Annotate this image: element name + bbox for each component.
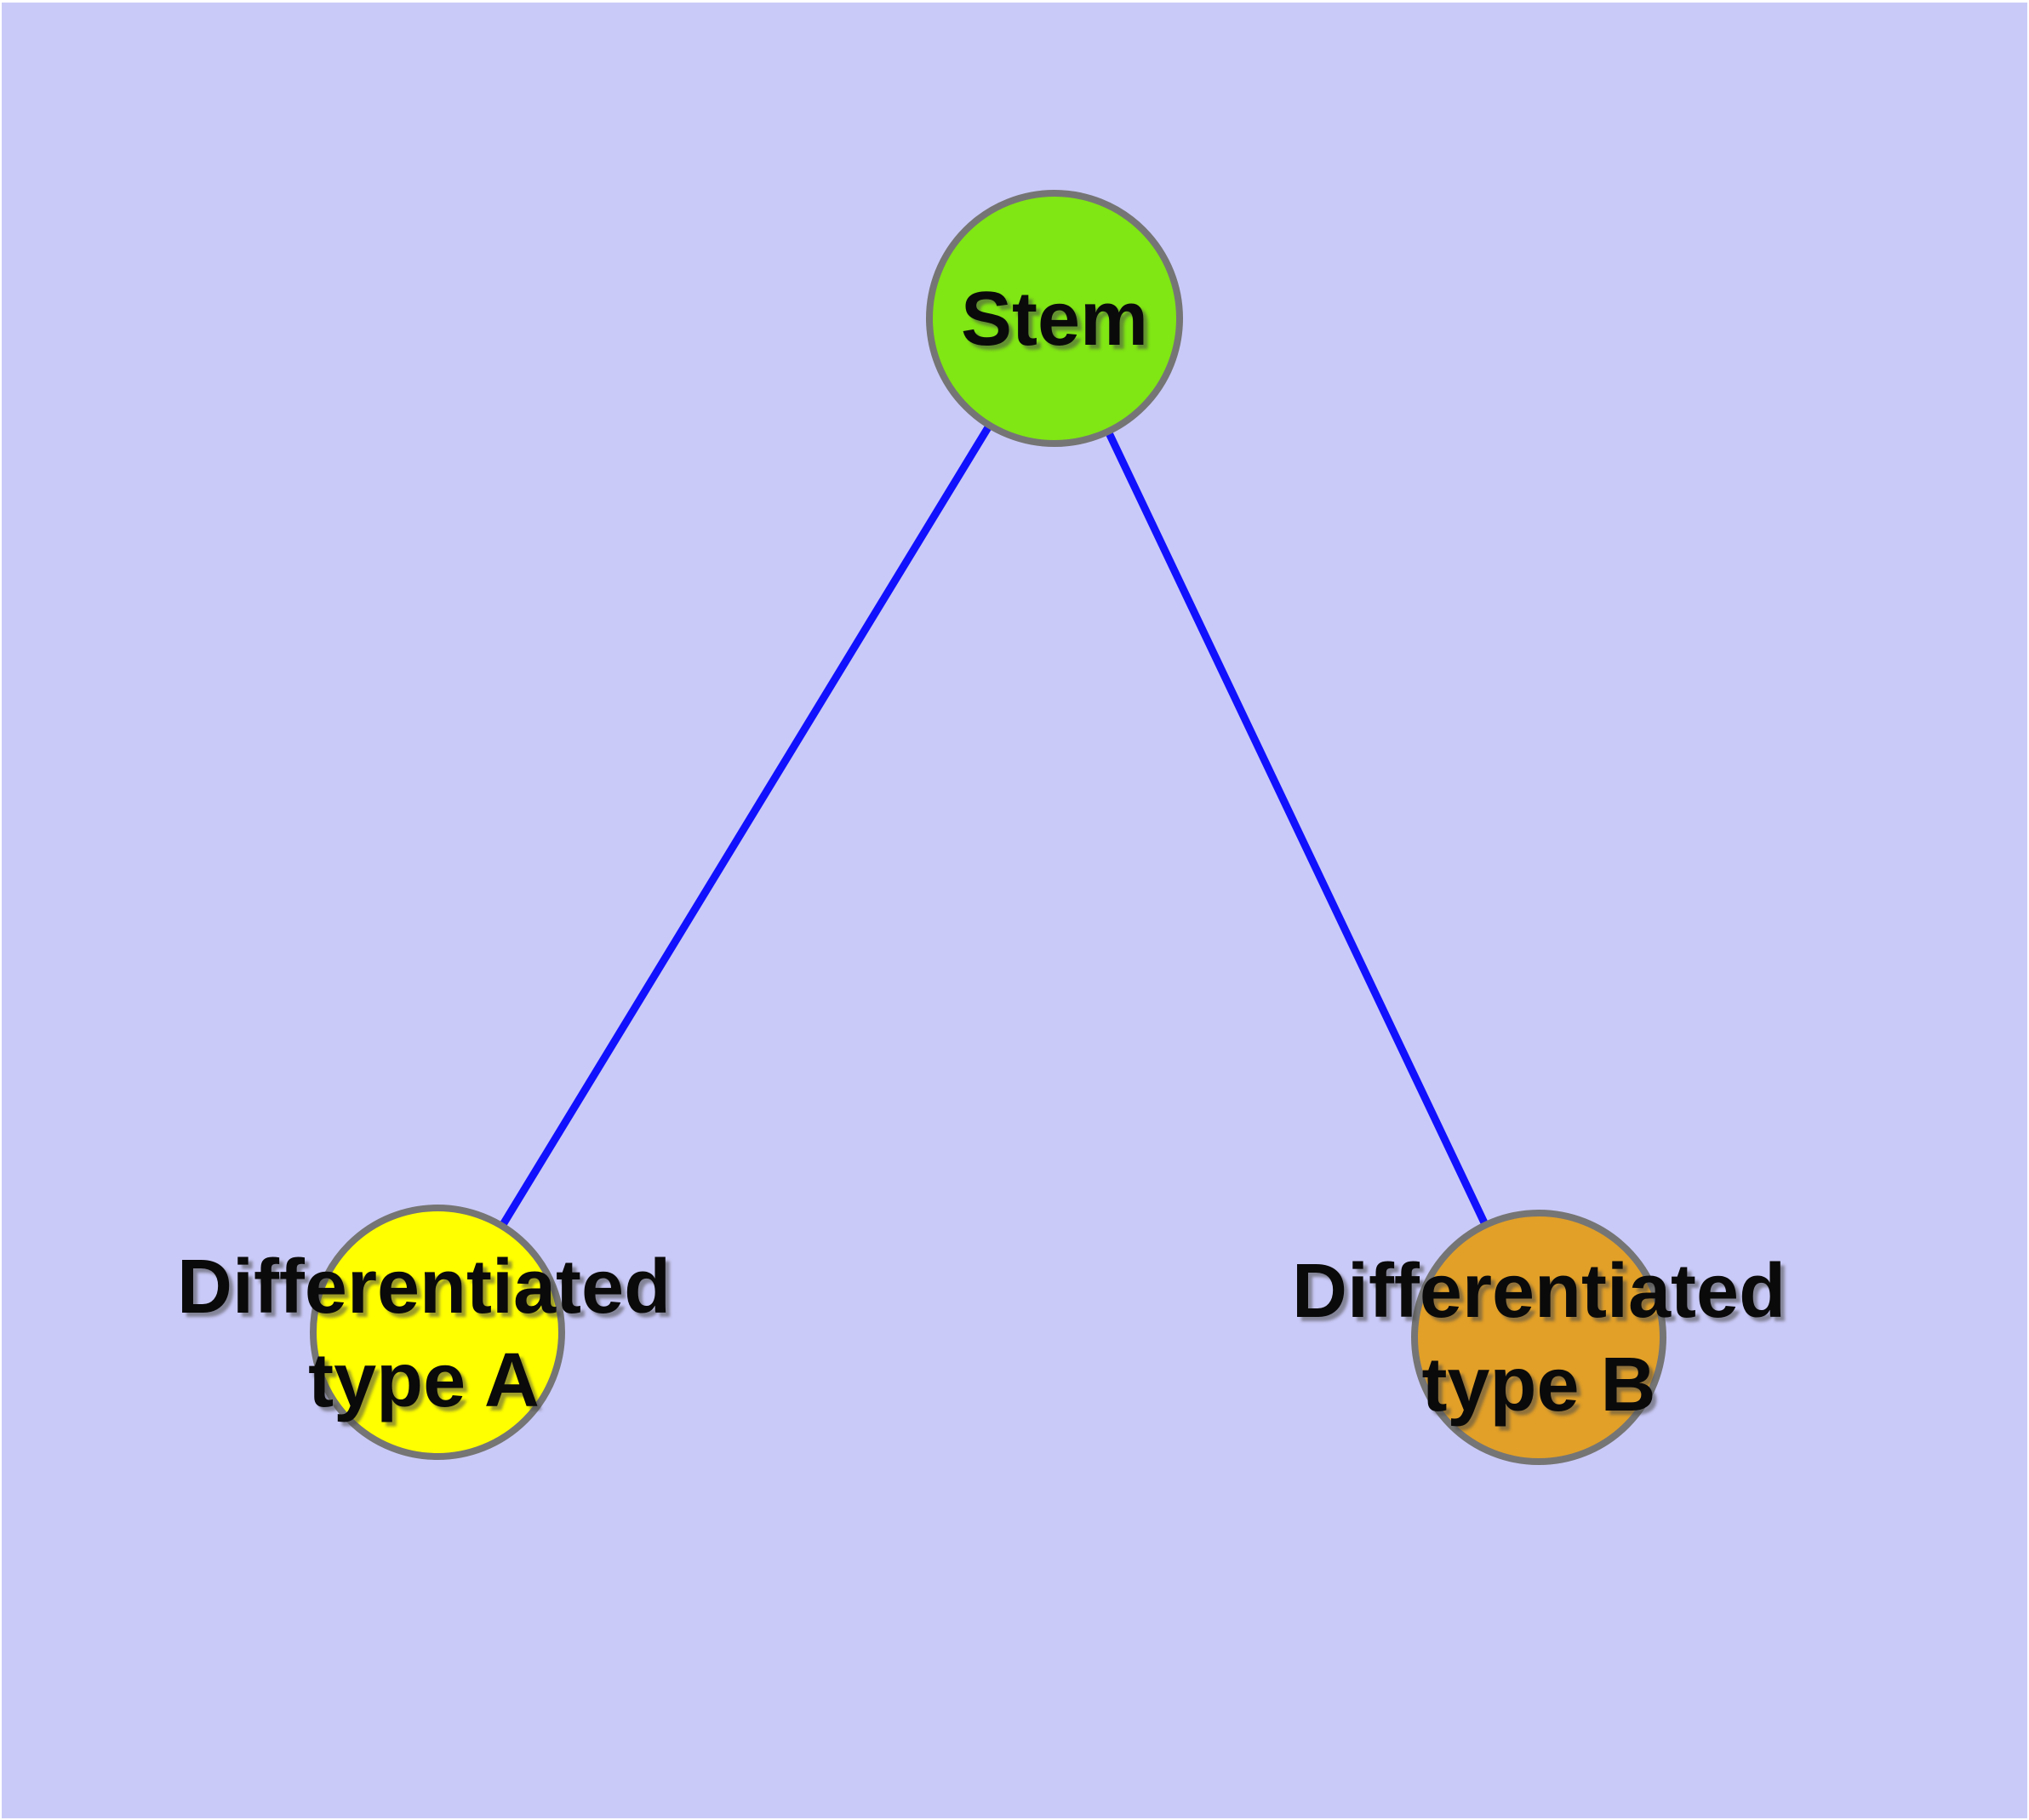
plot-margin-top: [0, 0, 2029, 3]
edge-stem-to-typeA: [434, 316, 1058, 1335]
node-differentiated-type-a: [310, 1205, 565, 1460]
edge-stem-to-typeB: [1050, 317, 1543, 1339]
plot-margin-bottom: [0, 1818, 2029, 1820]
plot-margin-left: [0, 0, 2, 1820]
node-differentiated-type-b: [1411, 1210, 1666, 1465]
node-stem: [926, 190, 1183, 447]
plot-margin-right: [2027, 0, 2029, 1820]
